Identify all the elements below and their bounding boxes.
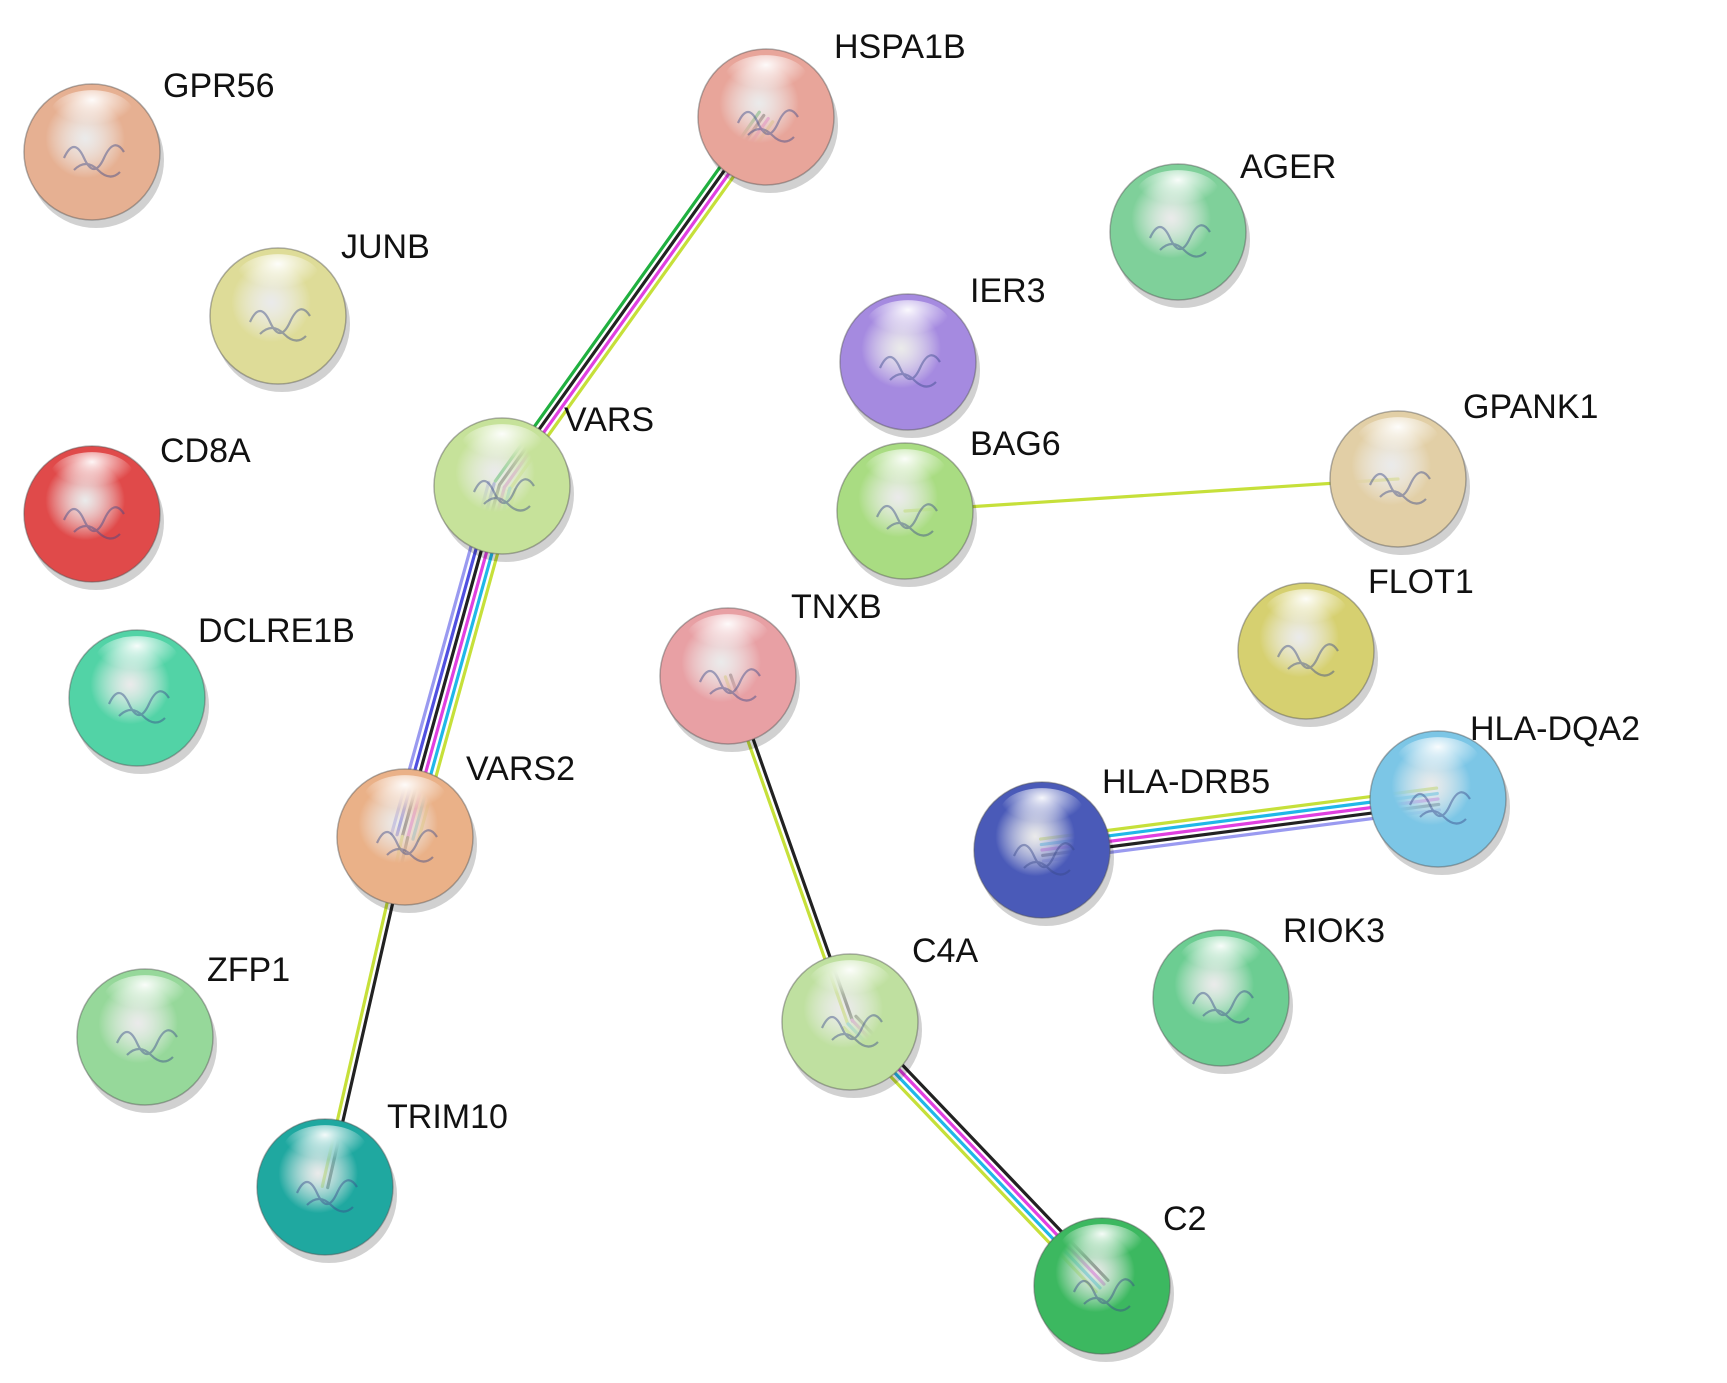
node-gloss: [49, 452, 135, 502]
node-TRIM10[interactable]: [256, 1118, 397, 1263]
edge-evidence-line: [493, 110, 761, 483]
node-C2[interactable]: [1033, 1217, 1174, 1362]
protein-structure-icon: [1191, 990, 1254, 1024]
node-label-C2: C2: [1163, 1200, 1206, 1238]
node-gloss: [102, 975, 188, 1025]
node-label-C4A: C4A: [912, 932, 978, 970]
node-VARS[interactable]: [433, 417, 574, 562]
node-label-HLA-DQA2: HLA-DQA2: [1470, 710, 1640, 748]
protein-structure-icon: [878, 354, 941, 388]
node-gloss: [49, 90, 135, 140]
node-gloss: [1178, 936, 1264, 986]
node-gloss: [1135, 170, 1221, 220]
node-GPR56[interactable]: [23, 83, 164, 228]
node-gloss: [1395, 737, 1481, 787]
node-label-DCLRE1B: DCLRE1B: [198, 612, 355, 650]
node-gloss: [1059, 1224, 1145, 1274]
node-AGER[interactable]: [1109, 163, 1250, 308]
node-label-VARS: VARS: [564, 401, 654, 439]
node-JUNB[interactable]: [209, 247, 350, 392]
protein-structure-icon: [698, 668, 761, 702]
protein-structure-icon: [820, 1014, 883, 1048]
node-label-IER3: IER3: [970, 272, 1046, 310]
protein-structure-icon: [1072, 1278, 1135, 1312]
node-label-GPANK1: GPANK1: [1463, 388, 1598, 426]
node-label-TNXB: TNXB: [791, 588, 882, 626]
node-gloss: [1263, 589, 1349, 639]
protein-structure-icon: [1276, 643, 1339, 677]
node-gloss: [362, 775, 448, 825]
node-HSPA1B[interactable]: [697, 48, 838, 193]
node-gloss: [807, 960, 893, 1010]
node-gloss: [723, 55, 809, 105]
node-TNXB[interactable]: [659, 607, 800, 752]
node-gloss: [459, 424, 545, 474]
protein-structure-icon: [107, 690, 170, 724]
edge-evidence-line: [502, 117, 770, 490]
node-ZFP1[interactable]: [76, 968, 217, 1113]
protein-structure-icon: [1012, 842, 1075, 876]
node-label-ZFP1: ZFP1: [207, 951, 290, 989]
node-gloss: [685, 614, 771, 664]
protein-structure-icon: [295, 1179, 358, 1213]
protein-structure-icon: [248, 308, 311, 342]
edge-HSPA1B-VARS: [493, 110, 775, 493]
protein-structure-icon: [736, 109, 799, 143]
protein-structure-icon: [1368, 471, 1431, 505]
node-label-BAG6: BAG6: [970, 425, 1061, 463]
protein-structure-icon: [62, 144, 125, 178]
node-gloss: [235, 254, 321, 304]
node-gloss: [282, 1125, 368, 1175]
node-gloss: [94, 636, 180, 686]
node-label-HSPA1B: HSPA1B: [834, 28, 966, 66]
protein-structure-icon: [375, 829, 438, 863]
node-HLA-DQA2[interactable]: [1369, 730, 1510, 875]
protein-structure-icon: [875, 503, 938, 537]
node-label-GPR56: GPR56: [163, 67, 275, 105]
node-IER3[interactable]: [839, 293, 980, 438]
edge-evidence-line: [507, 120, 775, 493]
node-gloss: [865, 300, 951, 350]
node-label-JUNB: JUNB: [341, 228, 430, 266]
protein-structure-icon: [1148, 224, 1211, 258]
node-label-RIOK3: RIOK3: [1283, 912, 1385, 950]
edge-BAG6-GPANK1: [903, 477, 1400, 513]
protein-structure-icon: [472, 478, 535, 512]
node-label-VARS2: VARS2: [466, 750, 575, 788]
edge-evidence-line: [498, 113, 766, 486]
protein-structure-icon: [115, 1029, 178, 1063]
node-GPANK1[interactable]: [1329, 410, 1470, 555]
node-VARS2[interactable]: [336, 768, 477, 913]
node-DCLRE1B[interactable]: [68, 629, 209, 774]
node-RIOK3[interactable]: [1152, 929, 1293, 1074]
node-label-FLOT1: FLOT1: [1368, 563, 1474, 601]
node-label-AGER: AGER: [1240, 148, 1336, 186]
node-CD8A[interactable]: [23, 445, 164, 590]
node-FLOT1[interactable]: [1237, 582, 1378, 727]
node-label-HLA-DRB5: HLA-DRB5: [1102, 763, 1270, 801]
node-gloss: [999, 788, 1085, 838]
protein-structure-icon: [1408, 791, 1471, 825]
nodes-layer: [23, 48, 1510, 1362]
node-label-TRIM10: TRIM10: [387, 1098, 508, 1136]
node-gloss: [862, 449, 948, 499]
protein-structure-icon: [62, 506, 125, 540]
node-gloss: [1355, 417, 1441, 467]
node-BAG6[interactable]: [836, 442, 977, 587]
node-C4A[interactable]: [781, 953, 922, 1098]
edge-evidence-line: [903, 477, 1400, 513]
node-HLA-DRB5[interactable]: [973, 781, 1114, 926]
node-label-CD8A: CD8A: [160, 432, 251, 470]
